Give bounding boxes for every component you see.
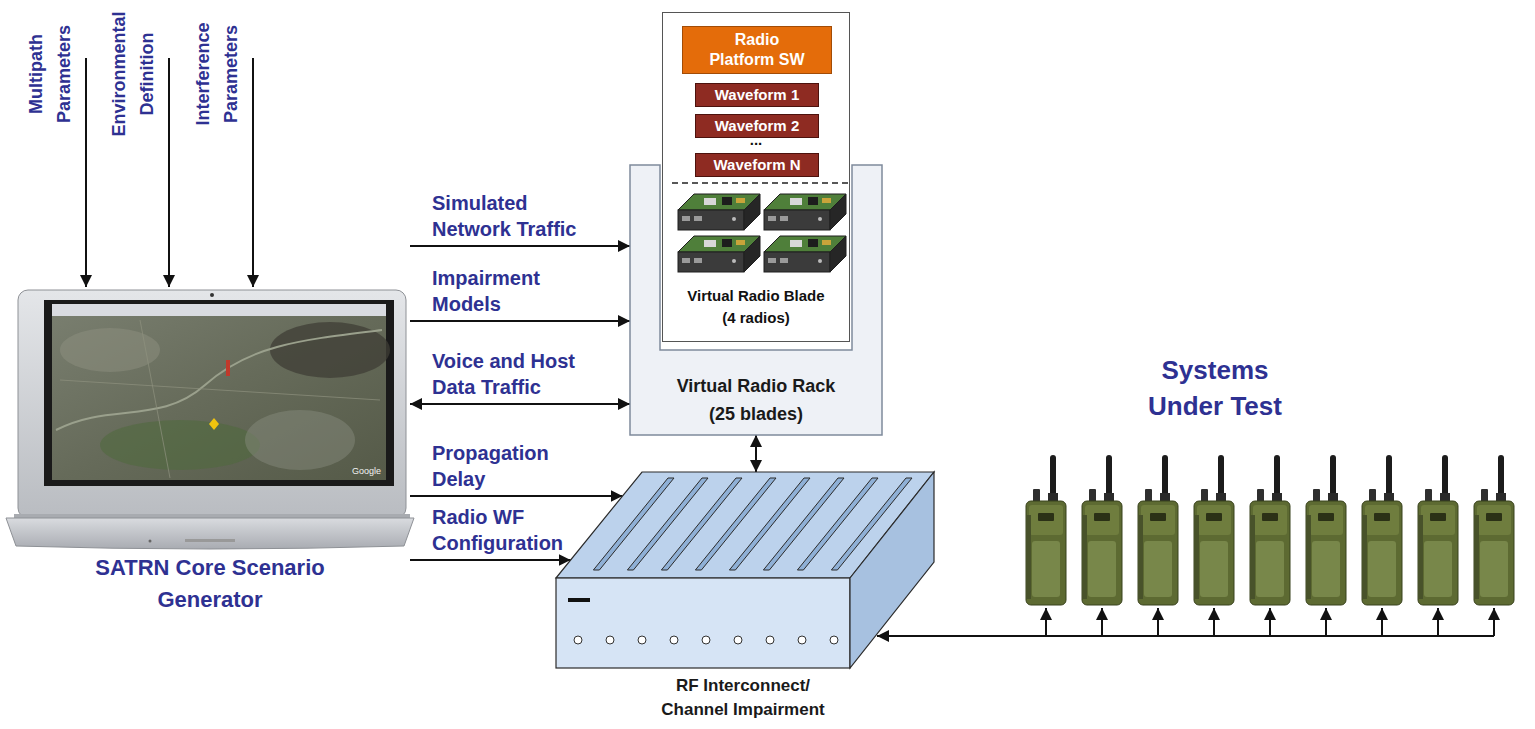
flow-label: Propagation Delay bbox=[432, 440, 600, 492]
drop-arrow bbox=[1213, 608, 1215, 636]
map-marker bbox=[209, 418, 219, 430]
radio-blade bbox=[678, 236, 760, 272]
input-arrow bbox=[252, 58, 254, 287]
rf-port bbox=[606, 636, 614, 644]
rf-front-face bbox=[556, 578, 850, 668]
blade-images bbox=[678, 194, 846, 272]
card-slot bbox=[729, 478, 810, 570]
drop-arrow bbox=[1381, 608, 1383, 636]
rf-port bbox=[574, 636, 582, 644]
box-label: Waveform 2 bbox=[715, 117, 799, 135]
rf-interconnect: RF Interconnect/ Channel Impairment bbox=[548, 470, 938, 725]
drop-arrow bbox=[1157, 608, 1159, 636]
waveform-box: Waveform 1 bbox=[695, 83, 819, 107]
flow-label: Impairment Models bbox=[432, 265, 600, 317]
map-road bbox=[140, 320, 170, 478]
box-label: Waveform 1 bbox=[715, 86, 799, 104]
radio-handset bbox=[1026, 455, 1066, 605]
bus-arrow bbox=[877, 635, 1494, 637]
map-river bbox=[56, 330, 382, 430]
status-bar bbox=[568, 598, 590, 602]
blade-title: Virtual Radio Blade (4 radios) bbox=[684, 285, 829, 329]
systems-under-test bbox=[1026, 455, 1514, 605]
drop-arrow bbox=[1493, 608, 1495, 636]
rf-port bbox=[798, 636, 806, 644]
rf-port bbox=[638, 636, 646, 644]
rf-port bbox=[670, 636, 678, 644]
drop-arrow bbox=[1269, 608, 1271, 636]
rack-housing bbox=[630, 165, 882, 435]
data-flow-arrow bbox=[755, 435, 757, 472]
laptop-lid bbox=[18, 290, 406, 518]
laptop-base bbox=[6, 518, 414, 549]
data-flow-arrow bbox=[410, 495, 623, 497]
drop-arrow bbox=[1325, 608, 1327, 636]
rf-title: RF Interconnect/ Channel Impairment bbox=[653, 674, 833, 722]
radio-blade bbox=[764, 236, 846, 272]
map-road bbox=[60, 380, 380, 400]
rack-title: Virtual Radio Rack (25 blades) bbox=[669, 372, 844, 428]
box-label: Waveform N bbox=[714, 156, 801, 174]
radio-rack: Virtual Radio Rack (25 blades) Virtual Ra… bbox=[630, 165, 882, 435]
box-label: Radio Platform SW bbox=[709, 30, 805, 70]
input-parameter-label: Environmental Definition bbox=[105, 6, 161, 142]
laptop-camera bbox=[210, 293, 214, 297]
data-flow-arrow bbox=[410, 320, 630, 322]
flow-label: Radio WF Configuration bbox=[432, 504, 600, 556]
dashed-divider bbox=[672, 182, 848, 184]
card-slot bbox=[695, 478, 776, 570]
radio-handset bbox=[1194, 455, 1234, 605]
flow-label: Simulated Network Traffic bbox=[432, 190, 600, 242]
card-slot bbox=[661, 478, 742, 570]
input-parameter-label: Interference Parameters bbox=[189, 6, 245, 142]
radio-handset bbox=[1306, 455, 1346, 605]
group-title: Systems Under Test bbox=[1132, 352, 1298, 424]
platform-box: Radio Platform SW bbox=[682, 26, 832, 74]
input-parameter-label: Multipath Parameters bbox=[22, 6, 78, 142]
radio-bus bbox=[877, 608, 1494, 636]
flow-label: Voice and Host Data Traffic bbox=[432, 348, 600, 400]
map-watermark: Google bbox=[352, 466, 386, 476]
radio-handset bbox=[1418, 455, 1458, 605]
card-slot bbox=[593, 478, 674, 570]
radio-handset bbox=[1474, 455, 1514, 605]
map-town bbox=[245, 410, 355, 470]
generator-title: SATRN Core Scenario Generator bbox=[65, 552, 355, 616]
radio-handset bbox=[1138, 455, 1178, 605]
map-fields bbox=[100, 420, 260, 470]
scenario-generator: SATRN Core Scenario Generator bbox=[10, 230, 410, 620]
card-slot bbox=[831, 478, 912, 570]
rf-port bbox=[830, 636, 838, 644]
laptop-bezel bbox=[44, 300, 394, 486]
radio-handset bbox=[1082, 455, 1122, 605]
card-slot bbox=[627, 478, 708, 570]
drop-arrow bbox=[1101, 608, 1103, 636]
data-flow-arrow bbox=[410, 403, 630, 405]
radio-blade bbox=[764, 194, 846, 230]
laptop-light bbox=[149, 540, 152, 543]
map-area bbox=[60, 328, 160, 372]
input-arrow bbox=[85, 58, 87, 287]
blade-panel: Virtual Radio Blade (4 radios) Radio Plat… bbox=[662, 12, 850, 342]
rf-port bbox=[734, 636, 742, 644]
radio-handset bbox=[1362, 455, 1402, 605]
browser-toolbar bbox=[52, 304, 386, 316]
waveform-box: Waveform N bbox=[695, 153, 819, 177]
rf-port bbox=[702, 636, 710, 644]
rf-port bbox=[766, 636, 774, 644]
data-flow-arrow bbox=[410, 245, 630, 247]
radio-blade bbox=[678, 194, 760, 230]
card-slot bbox=[797, 478, 878, 570]
input-arrow bbox=[168, 58, 170, 287]
drop-arrow bbox=[1437, 608, 1439, 636]
data-flow-arrow bbox=[410, 559, 571, 561]
laptop-illustration bbox=[6, 290, 414, 549]
drop-arrow bbox=[1045, 608, 1047, 636]
ellipsis-mark: ... bbox=[736, 134, 776, 146]
laptop-notch bbox=[185, 539, 235, 542]
radio-handset bbox=[1250, 455, 1290, 605]
map-marker bbox=[226, 360, 230, 376]
card-slot bbox=[763, 478, 844, 570]
